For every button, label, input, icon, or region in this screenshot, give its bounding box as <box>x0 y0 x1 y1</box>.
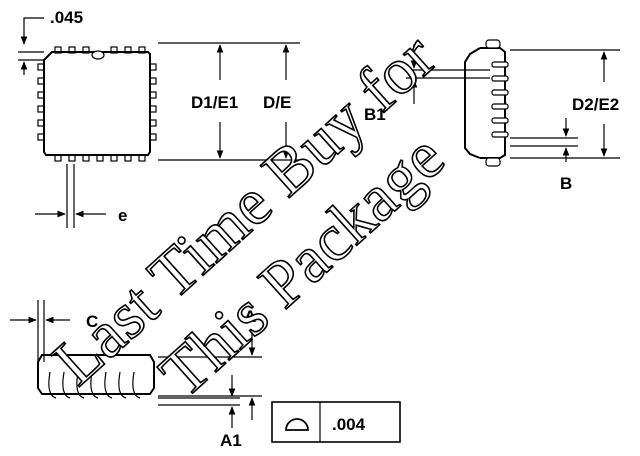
dim-045: .045 <box>18 8 83 75</box>
label-a: A <box>244 307 256 326</box>
pin1-marker <box>91 50 105 60</box>
top-view <box>37 46 157 162</box>
dim-c: C <box>10 312 98 331</box>
label-d2e2: D2/E2 <box>572 95 619 114</box>
label-e: e <box>118 206 127 225</box>
dim-d1e1: D1/E1 <box>158 42 238 161</box>
top-view-pins <box>37 46 157 162</box>
label-b: B <box>560 174 572 193</box>
dim-a: A <box>158 307 262 420</box>
label-b1: B1 <box>364 105 386 124</box>
top-lead <box>485 39 501 49</box>
watermark: Last Time Buy for This Package <box>38 19 458 412</box>
side-view-right <box>464 39 509 167</box>
label-de: D/E <box>263 93 291 112</box>
bottom-lead <box>485 157 501 167</box>
dim-d2e2: D2/E2 <box>510 49 620 159</box>
side-view-bottom <box>37 300 155 399</box>
label-045: .045 <box>50 8 83 27</box>
bottom-leads <box>48 371 141 399</box>
dim-de: D/E <box>236 42 300 161</box>
label-d1e1: D1/E1 <box>191 93 238 112</box>
flatness-callout: .004 <box>271 401 401 443</box>
label-a1: A1 <box>220 431 242 450</box>
dim-b1: B1 <box>364 44 490 124</box>
label-c: C <box>86 312 98 331</box>
dim-b: B <box>510 118 578 193</box>
dim-e: e <box>35 164 127 228</box>
label-flatness-value: .004 <box>332 415 366 434</box>
top-view-body <box>43 51 151 156</box>
side-leads <box>491 61 509 138</box>
dim-a1: A1 <box>158 375 242 450</box>
feature-control-frame <box>271 401 401 443</box>
flatness-icon <box>285 418 309 431</box>
